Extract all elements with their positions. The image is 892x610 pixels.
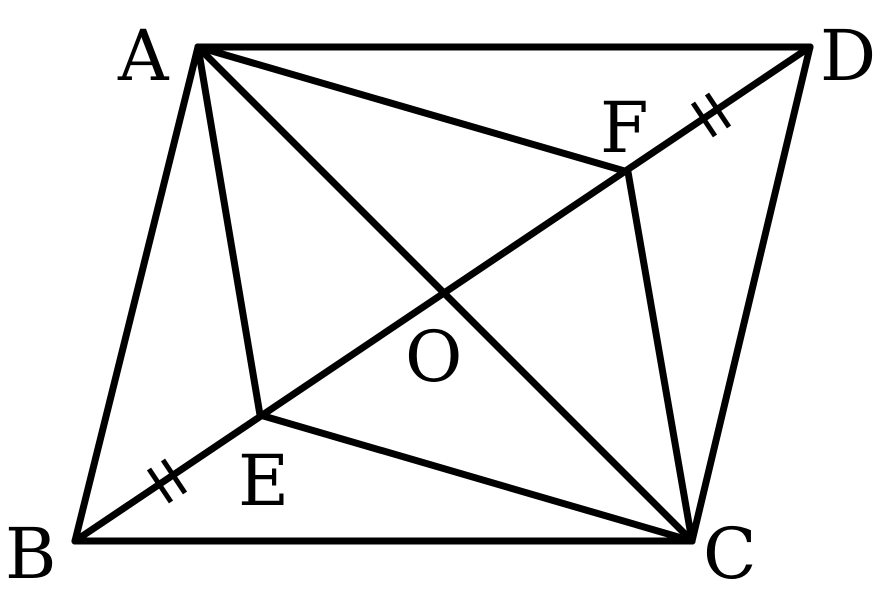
segments — [71, 43, 814, 545]
tick-mark-fd — [690, 92, 732, 138]
segment-fa — [194, 43, 632, 176]
segment-ec — [256, 411, 696, 545]
label-d: D — [820, 15, 876, 97]
segment-ba — [71, 43, 202, 545]
label-f: F — [600, 87, 649, 169]
label-b: B — [5, 513, 56, 595]
segment-bd — [71, 43, 814, 545]
label-o: O — [405, 316, 462, 398]
segment-dc — [688, 43, 814, 545]
segment-cf — [624, 168, 696, 545]
label-e: E — [238, 440, 289, 522]
equal-length-marks — [146, 92, 732, 504]
label-a: A — [117, 15, 170, 97]
point-labels: A D F O E B C — [5, 15, 876, 595]
tick-mark-be — [146, 458, 188, 504]
label-c: C — [703, 513, 757, 595]
segment-ae — [194, 43, 264, 419]
